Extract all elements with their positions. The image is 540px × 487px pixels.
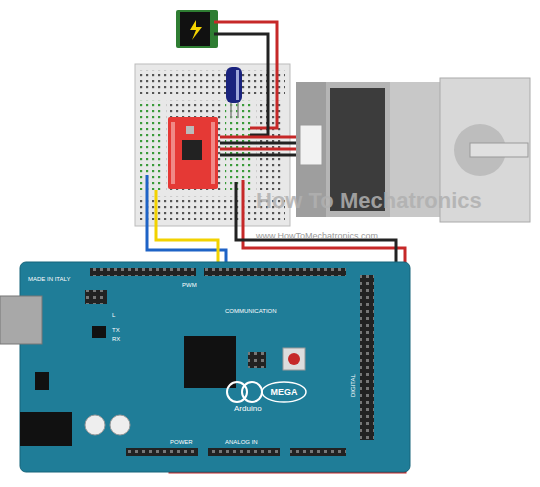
communication-label: COMMUNICATION: [225, 308, 277, 314]
watermark-url: www.HowToMechatronics.com: [256, 232, 378, 241]
led-label: L: [112, 312, 115, 318]
arduino-mega-board: [0, 262, 410, 472]
origin-mark: MADE IN ITALY: [28, 276, 70, 282]
watermark: How To Mechatronics: [256, 190, 482, 212]
dir-wire: [156, 190, 218, 272]
step-wire: [147, 175, 226, 272]
led-label: RX: [112, 336, 120, 342]
ground-wire: [214, 34, 268, 135]
brand-name: Arduino: [234, 405, 262, 413]
header-label: ANALOG IN: [225, 439, 258, 445]
a4988-driver: [168, 117, 218, 189]
header-label: POWER: [170, 439, 193, 445]
header-label: DIGITAL: [350, 374, 356, 397]
led-label: TX: [112, 327, 120, 333]
dc-jack: [176, 10, 218, 48]
capacitor: [226, 67, 242, 118]
arduino-board: MADE IN ITALY PWM COMMUNICATION L TX RX MEGA Ar…: [20, 262, 410, 472]
pwm-label: PWM: [182, 282, 197, 288]
logo-text: MEGA: [271, 388, 298, 397]
